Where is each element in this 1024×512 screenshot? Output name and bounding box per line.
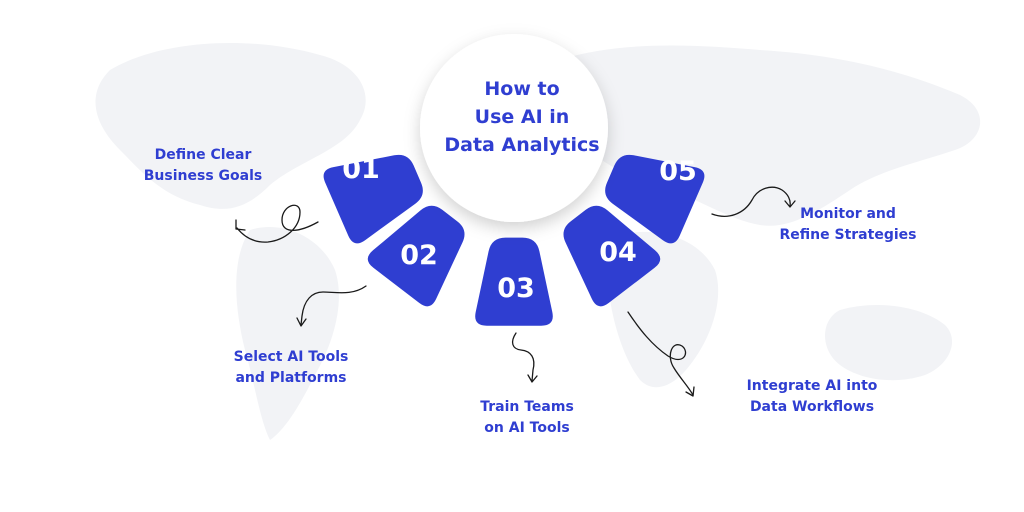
step-05-label: Monitor and Refine Strategies — [760, 204, 936, 246]
step-04-label-line-1: Integrate AI into — [746, 378, 878, 394]
step-02-label-line-2: and Platforms — [235, 370, 347, 386]
step-03-label-line-2: on AI Tools — [484, 420, 570, 436]
step-blocks — [323, 154, 705, 326]
title-line-1: How to — [484, 78, 560, 100]
step-05-number: 05 — [659, 156, 697, 187]
step-04-number: 04 — [599, 237, 637, 268]
arrow-step-05 — [711, 186, 796, 217]
step-02-label: Select AI Tools and Platforms — [208, 347, 374, 389]
step-01-block — [323, 154, 423, 244]
step-05-block — [605, 154, 705, 244]
step-04-block — [563, 205, 661, 307]
connector-arrows — [235, 186, 796, 397]
step-01-label-line-1: Define Clear — [154, 147, 252, 163]
arrow-step-02 — [296, 285, 367, 327]
step-02-label-line-1: Select AI Tools — [233, 349, 349, 365]
title-line-2: Use AI in — [474, 106, 570, 128]
step-01-label-line-2: Business Goals — [143, 168, 263, 184]
step-03-number: 03 — [497, 273, 535, 304]
diagram-title: How to Use AI in Data Analytics — [430, 75, 614, 159]
step-04-label: Integrate AI into Data Workflows — [722, 376, 902, 418]
title-circle — [420, 34, 608, 222]
step-05-label-line-1: Monitor and — [800, 206, 896, 222]
step-03-label: Train Teams on AI Tools — [452, 397, 602, 439]
step-03-block — [475, 237, 553, 326]
step-04-label-line-2: Data Workflows — [749, 399, 875, 415]
title-line-3: Data Analytics — [444, 134, 600, 156]
arrow-step-01 — [235, 204, 319, 243]
step-03-label-line-1: Train Teams — [480, 399, 574, 415]
step-01-number: 01 — [342, 154, 380, 185]
step-01-label: Define Clear Business Goals — [128, 145, 278, 187]
step-02-number: 02 — [400, 240, 438, 271]
arrow-step-04 — [627, 311, 695, 397]
step-05-label-line-2: Refine Strategies — [779, 227, 917, 243]
arrow-step-03 — [511, 332, 538, 383]
step-02-block — [367, 205, 465, 307]
